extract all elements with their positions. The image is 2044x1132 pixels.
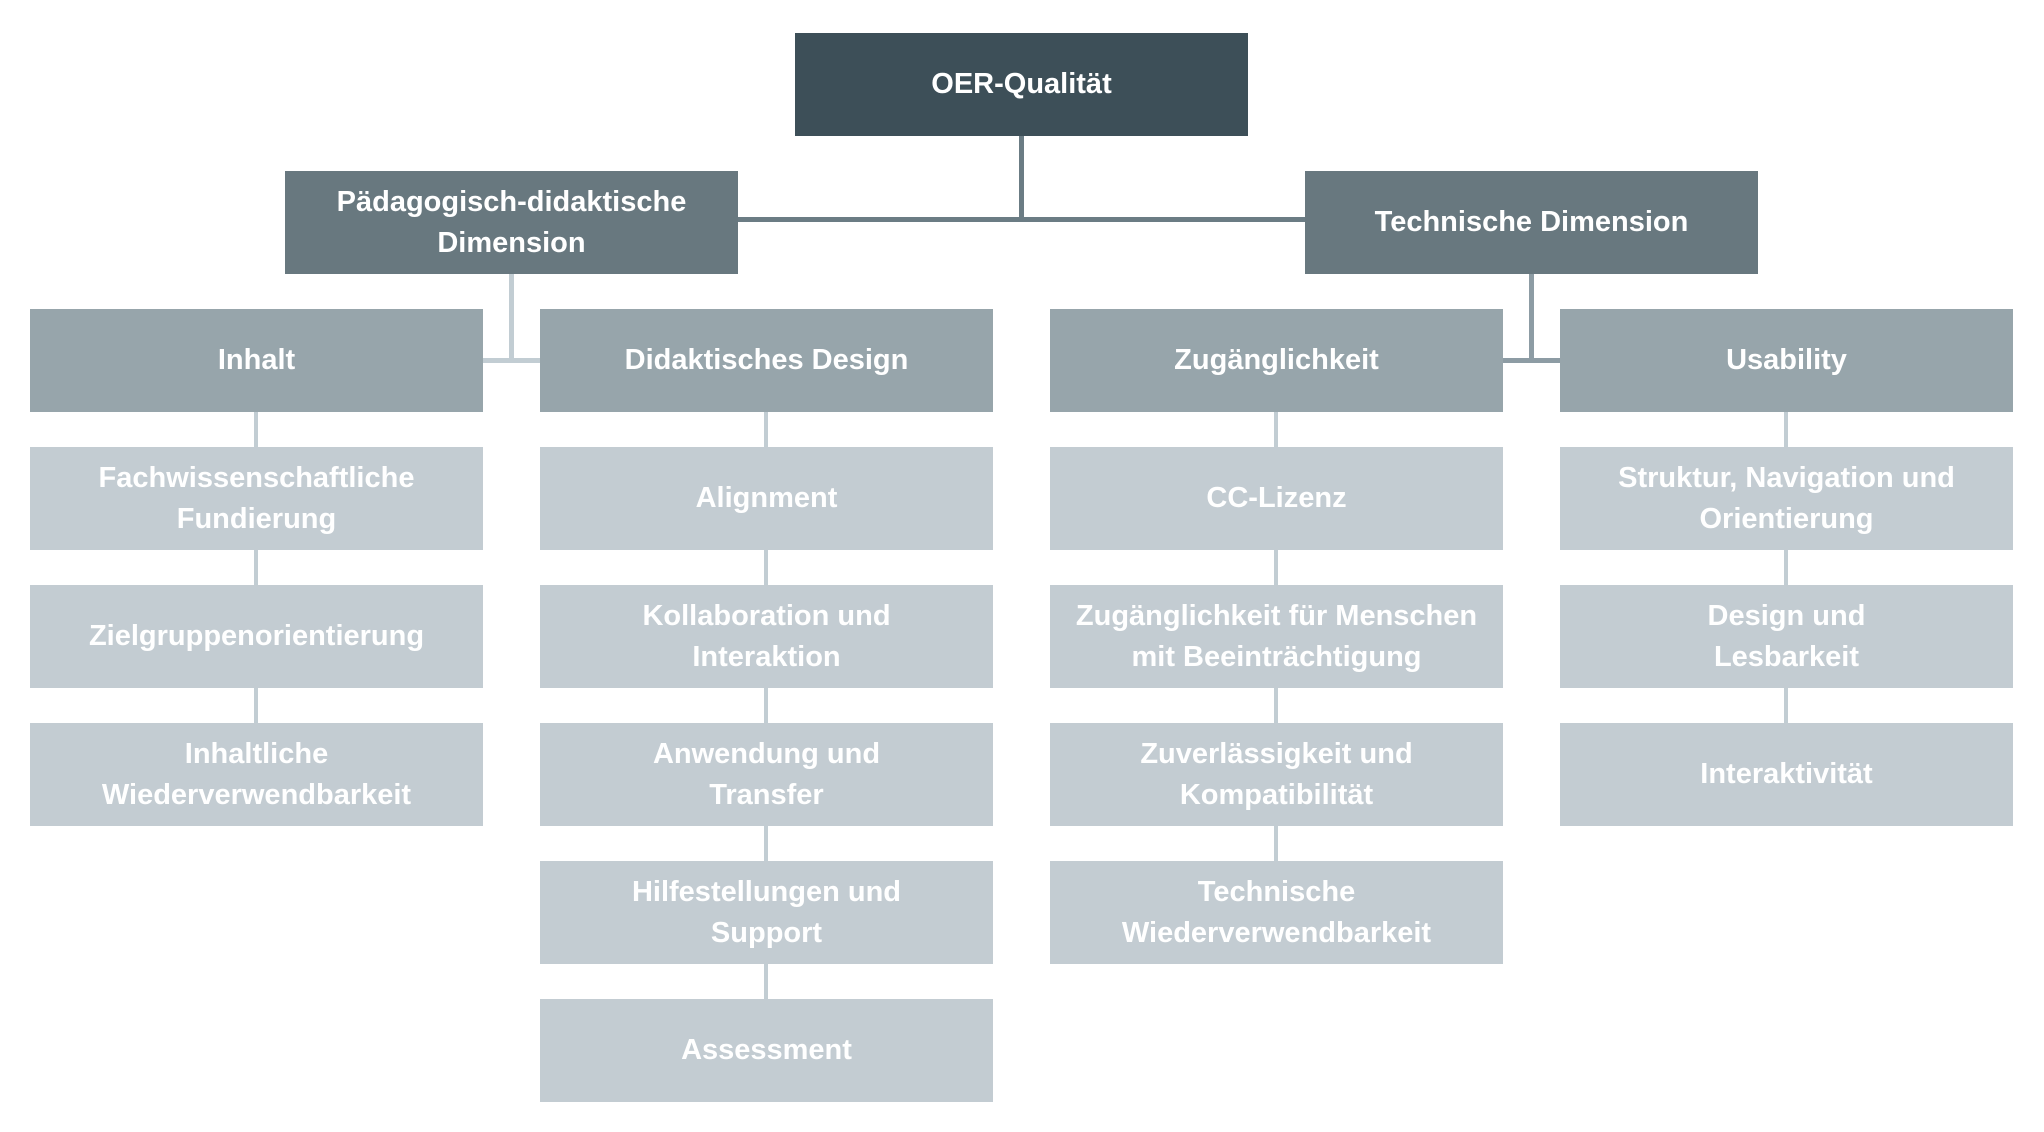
connector-col2-seg5 bbox=[764, 964, 768, 999]
connector-col2-seg1 bbox=[764, 412, 768, 447]
node-usability: Usability bbox=[1560, 309, 2013, 412]
connector-col3-seg1 bbox=[1274, 412, 1278, 447]
connector-technische-vertical bbox=[1529, 274, 1534, 361]
node-cc-lizenz: CC-Lizenz bbox=[1050, 447, 1503, 550]
connector-zugaenglichkeit-usability-horizontal bbox=[1503, 358, 1560, 363]
node-inhaltliche-wiederverwendbarkeit: Inhaltliche Wiederverwendbarkeit bbox=[30, 723, 483, 826]
node-design-und-lesbarkeit: Design und Lesbarkeit bbox=[1560, 585, 2013, 688]
node-kollaboration-und-interaktion: Kollaboration und Interaktion bbox=[540, 585, 993, 688]
connector-paedagogisch-vertical bbox=[509, 274, 514, 361]
connector-col3-seg2 bbox=[1274, 550, 1278, 585]
node-anwendung-und-transfer: Anwendung und Transfer bbox=[540, 723, 993, 826]
connector-inhalt-didaktisches-horizontal bbox=[483, 358, 540, 363]
node-technische-wiederverwendbarkeit: Technische Wiederverwendbarkeit bbox=[1050, 861, 1503, 964]
node-hilfestellungen-und-support: Hilfestellungen und Support bbox=[540, 861, 993, 964]
connector-col4-seg1 bbox=[1784, 412, 1788, 447]
connector-col4-seg3 bbox=[1784, 688, 1788, 723]
connector-col2-seg4 bbox=[764, 826, 768, 861]
connector-col3-seg4 bbox=[1274, 826, 1278, 861]
node-zugaenglichkeit: Zugänglichkeit bbox=[1050, 309, 1503, 412]
node-zielgruppenorientierung: Zielgruppenorientierung bbox=[30, 585, 483, 688]
node-paedagogisch-didaktische-dimension: Pädagogisch-didaktische Dimension bbox=[285, 171, 738, 274]
connector-col3-seg3 bbox=[1274, 688, 1278, 723]
connector-col4-seg2 bbox=[1784, 550, 1788, 585]
node-oer-qualitaet: OER-Qualität bbox=[795, 33, 1248, 136]
node-struktur-navigation-orientierung: Struktur, Navigation und Orientierung bbox=[1560, 447, 2013, 550]
node-inhalt: Inhalt bbox=[30, 309, 483, 412]
node-technische-dimension: Technische Dimension bbox=[1305, 171, 1758, 274]
connector-col1-seg1 bbox=[254, 412, 258, 447]
connector-dimensions-horizontal bbox=[738, 217, 1305, 222]
node-alignment: Alignment bbox=[540, 447, 993, 550]
node-didaktisches-design: Didaktisches Design bbox=[540, 309, 993, 412]
connector-col1-seg3 bbox=[254, 688, 258, 723]
node-assessment: Assessment bbox=[540, 999, 993, 1102]
node-fachwissenschaftliche-fundierung: Fachwissenschaftliche Fundierung bbox=[30, 447, 483, 550]
connector-col1-seg2 bbox=[254, 550, 258, 585]
connector-col2-seg3 bbox=[764, 688, 768, 723]
connector-col2-seg2 bbox=[764, 550, 768, 585]
node-interaktivitaet: Interaktivität bbox=[1560, 723, 2013, 826]
connector-root-vertical bbox=[1019, 136, 1024, 222]
node-zugaenglichkeit-fuer-menschen: Zugänglichkeit für Menschen mit Beeinträ… bbox=[1050, 585, 1503, 688]
node-zuverlaessigkeit-und-kompatibilitaet: Zuverlässigkeit und Kompatibilität bbox=[1050, 723, 1503, 826]
